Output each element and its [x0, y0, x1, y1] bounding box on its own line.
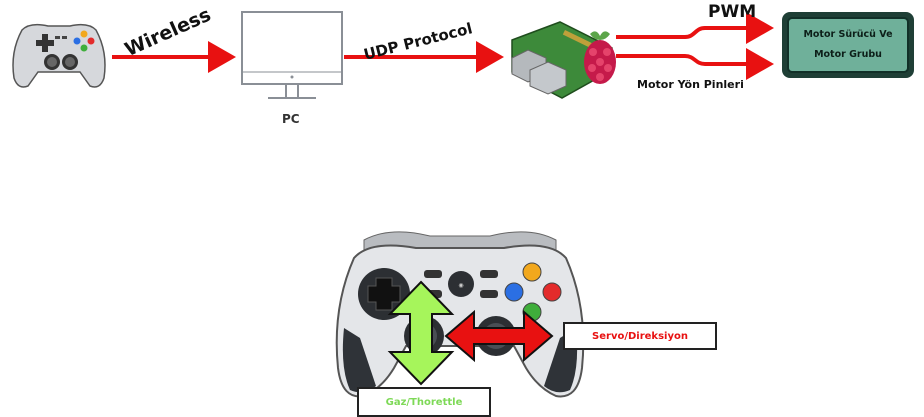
throttle-arrow	[387, 280, 455, 386]
motor-driver-box: Motor Sürücü Ve Motor Grubu	[782, 12, 914, 78]
pwm-label: PWM	[708, 2, 757, 22]
large-gamepad-icon: ◉	[335, 231, 585, 398]
steering-arrow	[444, 309, 554, 363]
servo-steering-label: Servo/Direksiyon	[563, 322, 717, 350]
pc-label: PC	[282, 112, 300, 126]
motor-driver-line2: Motor Grubu	[814, 49, 882, 60]
gas-throttle-label: Gaz/Thorettle	[357, 387, 491, 417]
flow-diagram	[12, 11, 774, 99]
svg-text:◉: ◉	[458, 282, 463, 289]
motor-driver-line1: Motor Sürücü Ve	[803, 29, 893, 40]
pwm-arrow	[616, 12, 774, 44]
direction-pins-label: Motor Yön Pinleri	[637, 78, 744, 91]
monitor-icon	[241, 11, 343, 99]
gamepad-icon	[12, 23, 106, 88]
direction-pins-arrow	[616, 48, 774, 80]
raspberry-logo-icon	[584, 31, 616, 84]
motor-driver-panel: Motor Sürücü Ve Motor Grubu	[787, 17, 909, 73]
